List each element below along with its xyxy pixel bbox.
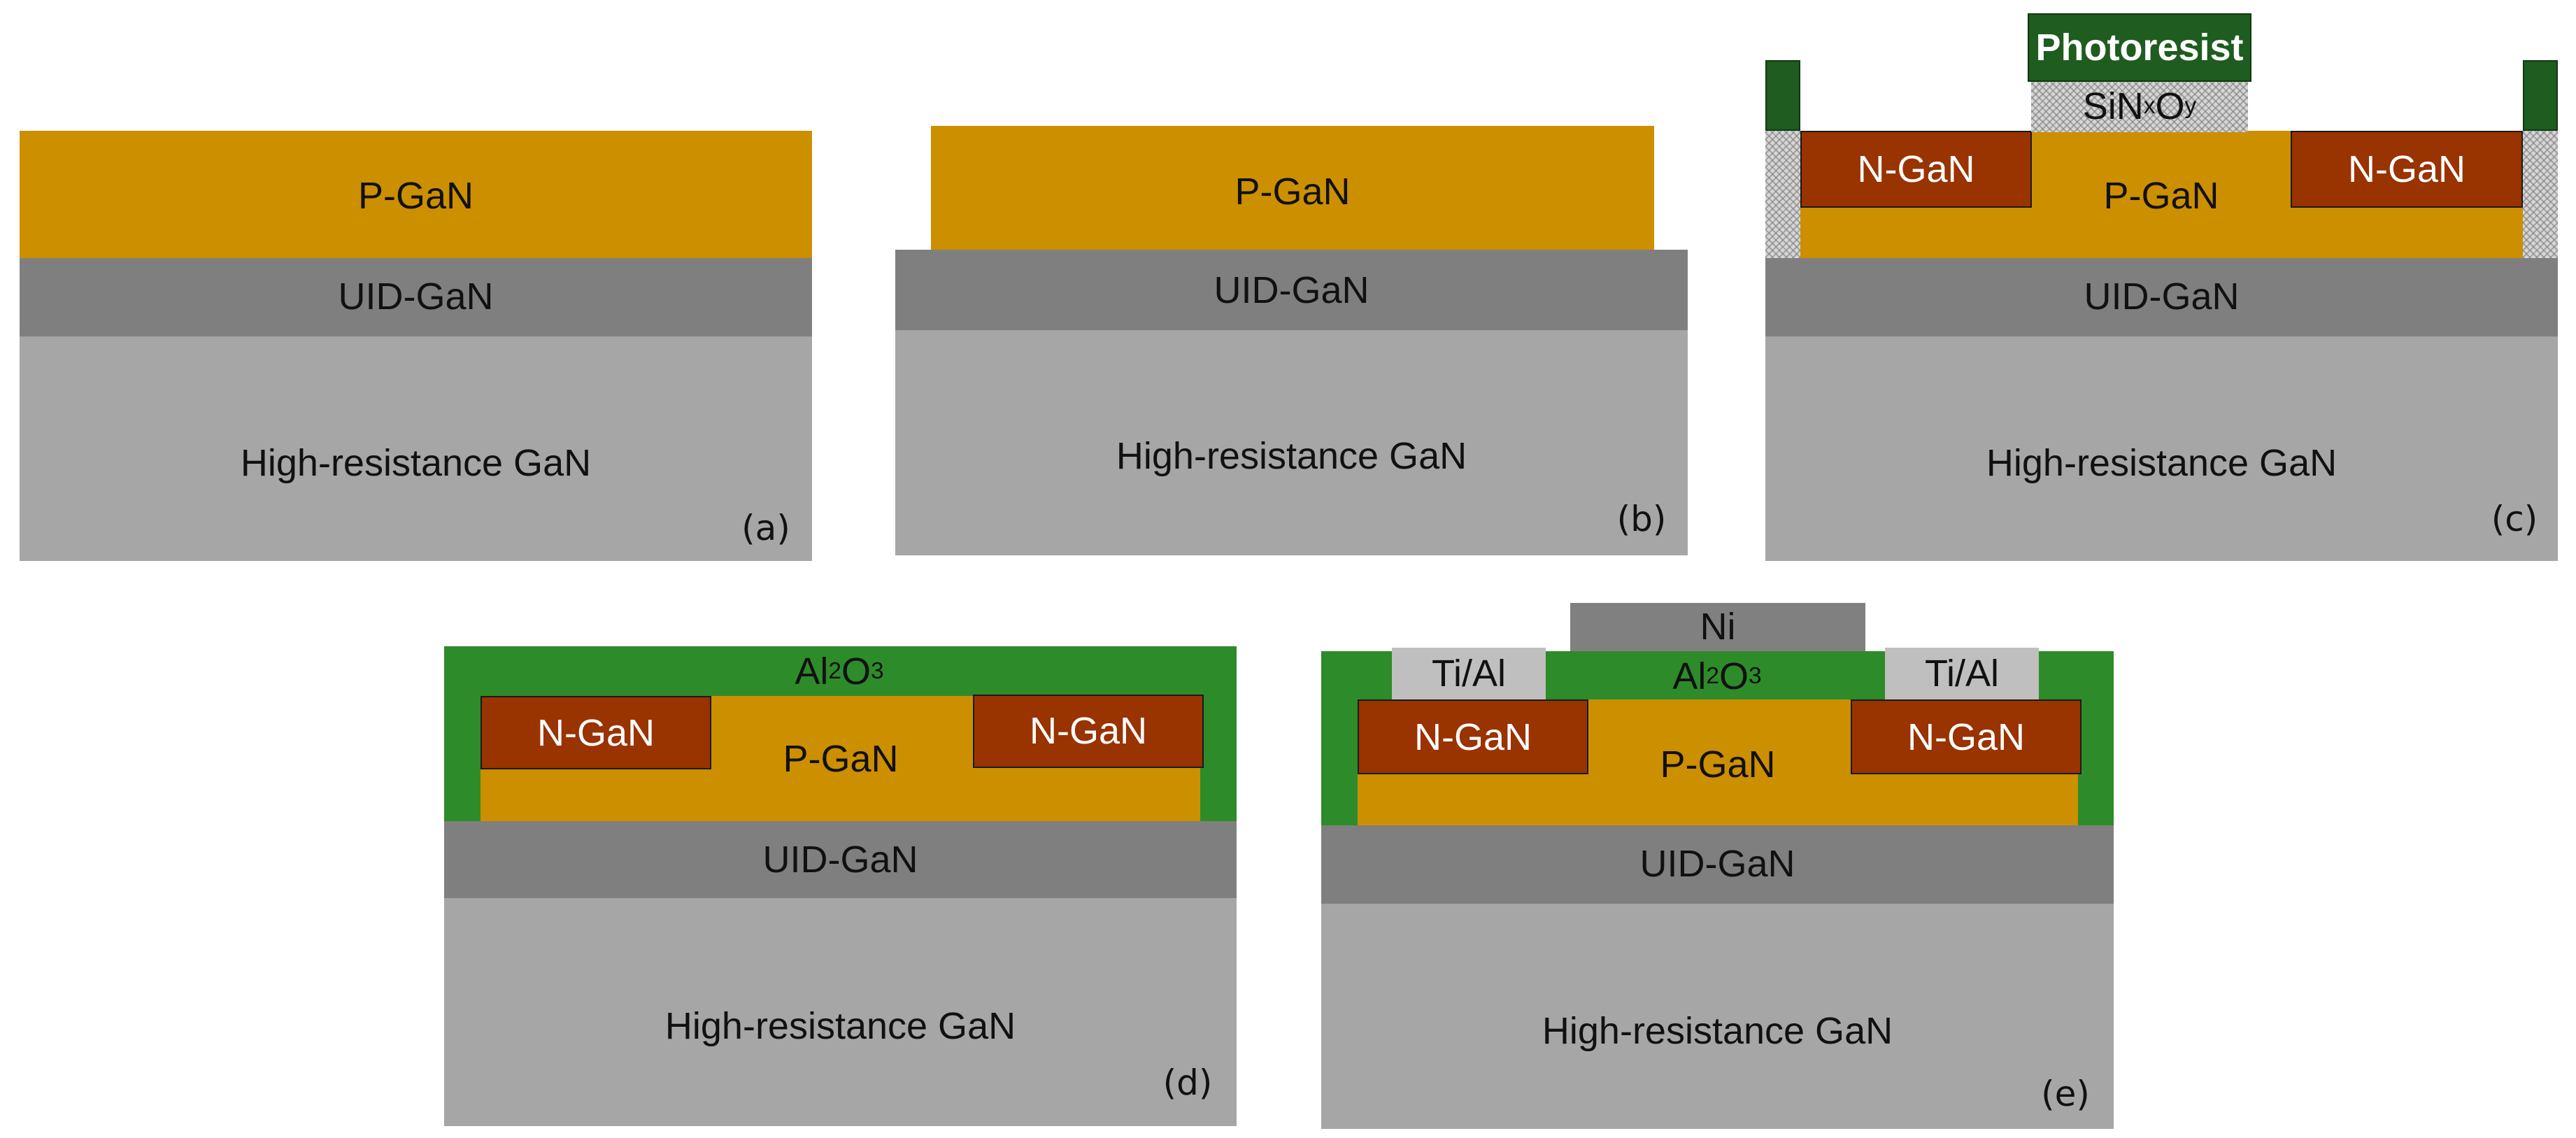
photoresist-side-right	[2523, 60, 2558, 131]
n-gan-right-label: N-GaN	[1907, 716, 2025, 758]
caption-b: (b)	[1616, 499, 1667, 539]
al2o3-base1: Al	[795, 650, 829, 692]
uid-gan-layer	[895, 250, 1688, 330]
high-resistance-gan-layer	[444, 898, 1237, 1126]
photoresist-label: Photoresist	[2035, 27, 2244, 69]
ti-al-right-label: Ti/Al	[1925, 653, 1999, 695]
ni-gate	[1570, 603, 1865, 651]
n-gan-right	[1851, 699, 2082, 774]
caption-e: (e)	[2041, 1074, 2090, 1114]
uid-gan-layer	[1765, 258, 2558, 336]
uid-gan-layer	[20, 258, 812, 336]
high-resistance-gan-label: High-resistance GaN	[664, 1005, 1016, 1047]
ti-al-contact-right	[1885, 648, 2039, 699]
n-gan-left	[1358, 699, 1588, 774]
caption-d: (d)	[1162, 1062, 1213, 1103]
high-resistance-gan-label: High-resistance GaN	[1116, 435, 1467, 477]
al2o3-base2: O	[841, 650, 871, 692]
uid-gan-layer	[1321, 825, 2114, 904]
uid-gan-label: UID-GaN	[2084, 276, 2240, 318]
high-resistance-gan-label: High-resistance GaN	[240, 442, 592, 484]
p-gan-label: P-GaN	[2103, 175, 2219, 217]
uid-gan-label: UID-GaN	[1214, 269, 1369, 311]
ti-al-contact-left	[1392, 648, 1546, 699]
n-gan-right	[2291, 131, 2523, 208]
sinxoy-base1: SiN	[2082, 85, 2144, 127]
high-resistance-gan-layer	[20, 336, 812, 561]
high-resistance-gan-label: High-resistance GaN	[1542, 1010, 1893, 1052]
n-gan-left-label: N-GaN	[1857, 148, 1975, 190]
p-gan-label: P-GaN	[1660, 744, 1776, 785]
p-gan-label: P-GaN	[1234, 171, 1351, 213]
n-gan-left	[481, 696, 711, 769]
high-resistance-gan-layer	[1321, 904, 2114, 1129]
al2o3-base1: Al	[1672, 655, 1707, 697]
ni-label: Ni	[1700, 606, 1736, 648]
uid-gan-layer	[444, 821, 1237, 898]
high-resistance-gan-layer	[1765, 336, 2558, 561]
uid-gan-label: UID-GaN	[762, 839, 918, 881]
high-resistance-gan-layer	[895, 330, 1688, 555]
n-gan-left-label: N-GaN	[1414, 716, 1532, 758]
p-gan-label: P-GaN	[783, 738, 899, 780]
caption-a: (a)	[741, 508, 790, 548]
photoresist-top	[2028, 13, 2251, 82]
al2o3-base2: O	[1719, 655, 1749, 697]
p-gan-layer	[20, 131, 812, 258]
p-gan-label: P-GaN	[357, 175, 474, 217]
ti-al-left-label: Ti/Al	[1432, 653, 1506, 695]
n-gan-left	[1800, 131, 2032, 208]
photoresist-side-left	[1765, 60, 1800, 131]
sinxoy-center	[2031, 82, 2248, 132]
n-gan-left-label: N-GaN	[536, 712, 655, 754]
caption-c: (c)	[2491, 499, 2538, 539]
n-gan-right-label: N-GaN	[1029, 710, 1147, 752]
high-resistance-gan-label: High-resistance GaN	[1986, 442, 2337, 484]
sinxoy-side-right	[2523, 131, 2558, 258]
n-gan-right	[973, 695, 1204, 768]
sinxoy-side-left	[1765, 131, 1800, 258]
p-gan-mesa	[931, 126, 1654, 253]
uid-gan-label: UID-GaN	[338, 276, 494, 318]
sinxoy-base2: O	[2155, 85, 2185, 127]
uid-gan-label: UID-GaN	[1639, 843, 1795, 885]
n-gan-right-label: N-GaN	[2347, 148, 2465, 190]
